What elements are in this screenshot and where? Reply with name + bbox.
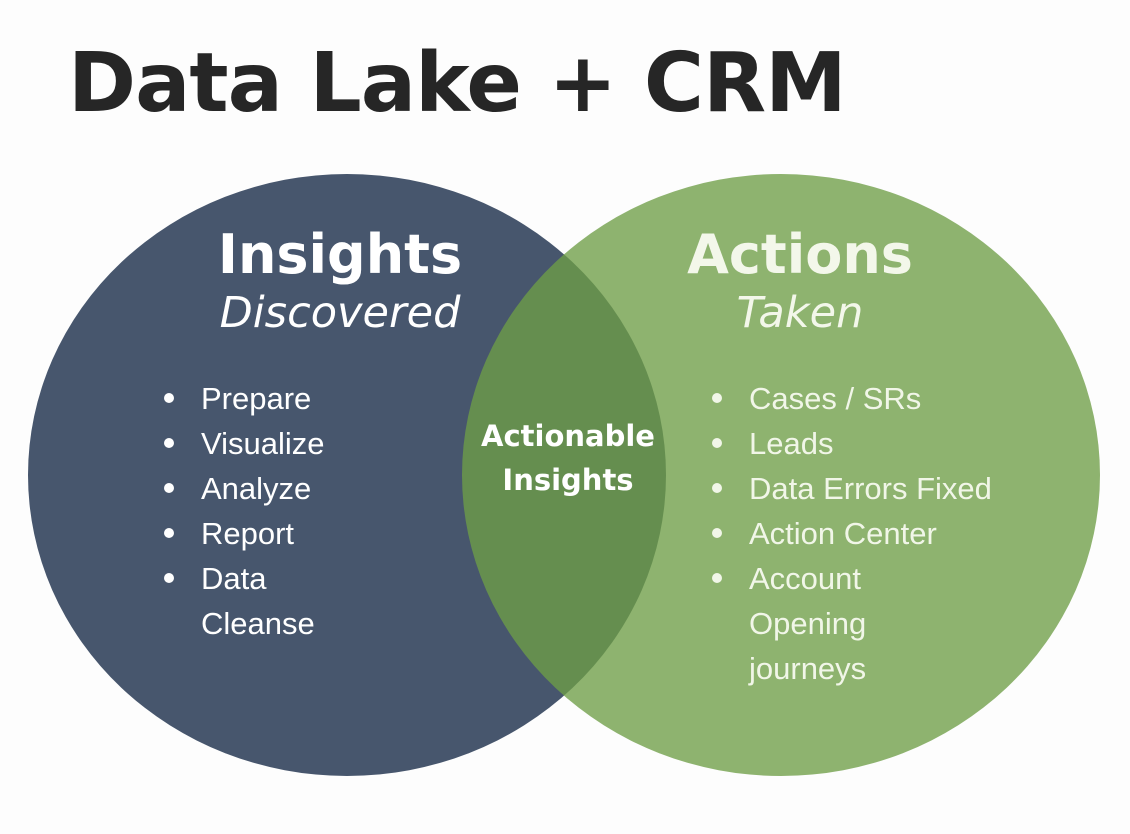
list-item: Data Cleanse [164,556,325,646]
actions-circle [462,174,1100,776]
list-item-label: Prepare [201,381,312,416]
list-item: Report [164,511,325,556]
bullet-icon [712,393,722,403]
list-item-label: Leads [749,426,834,461]
bullet-icon [712,483,722,493]
bullet-icon [164,483,174,493]
list-item-label: Analyze [201,471,312,506]
actions-heading-block: Actions Taken [650,223,950,339]
bullet-icon [712,438,722,448]
bullet-icon [164,393,174,403]
list-item-label: Data Errors Fixed [749,471,992,506]
insights-heading-block: Insights Discovered [190,223,490,339]
actions-bullet-list: Cases / SRs Leads Data Errors Fixed Acti… [712,376,992,691]
insights-bullet-list: Prepare Visualize Analyze Report Data Cl… [164,376,325,646]
bullet-icon [164,438,174,448]
actions-subheading: Taken [736,288,864,338]
list-item: Account Opening journeys [712,556,992,691]
insights-subheading: Discovered [219,288,461,338]
list-item-label: Account Opening journeys [749,561,867,686]
bullet-icon [712,573,722,583]
bullet-icon [164,573,174,583]
bullet-icon [712,528,722,538]
slide-title: Data Lake + CRM [68,36,847,131]
list-item-label: Report [201,516,295,551]
list-item-label: Action Center [749,516,937,551]
list-item: Prepare [164,376,325,421]
list-item: Leads [712,421,992,466]
bullet-icon [164,528,174,538]
actions-heading: Actions [687,223,913,286]
list-item: Analyze [164,466,325,511]
list-item-label: Data Cleanse [201,561,315,641]
list-item: Visualize [164,421,325,466]
list-item: Action Center [712,511,992,556]
overlap-label: Actionable Insights [481,419,655,497]
list-item-label: Cases / SRs [749,381,922,416]
list-item: Data Errors Fixed [712,466,992,511]
list-item-label: Visualize [201,426,325,461]
list-item: Cases / SRs [712,376,992,421]
insights-heading: Insights [217,223,463,286]
